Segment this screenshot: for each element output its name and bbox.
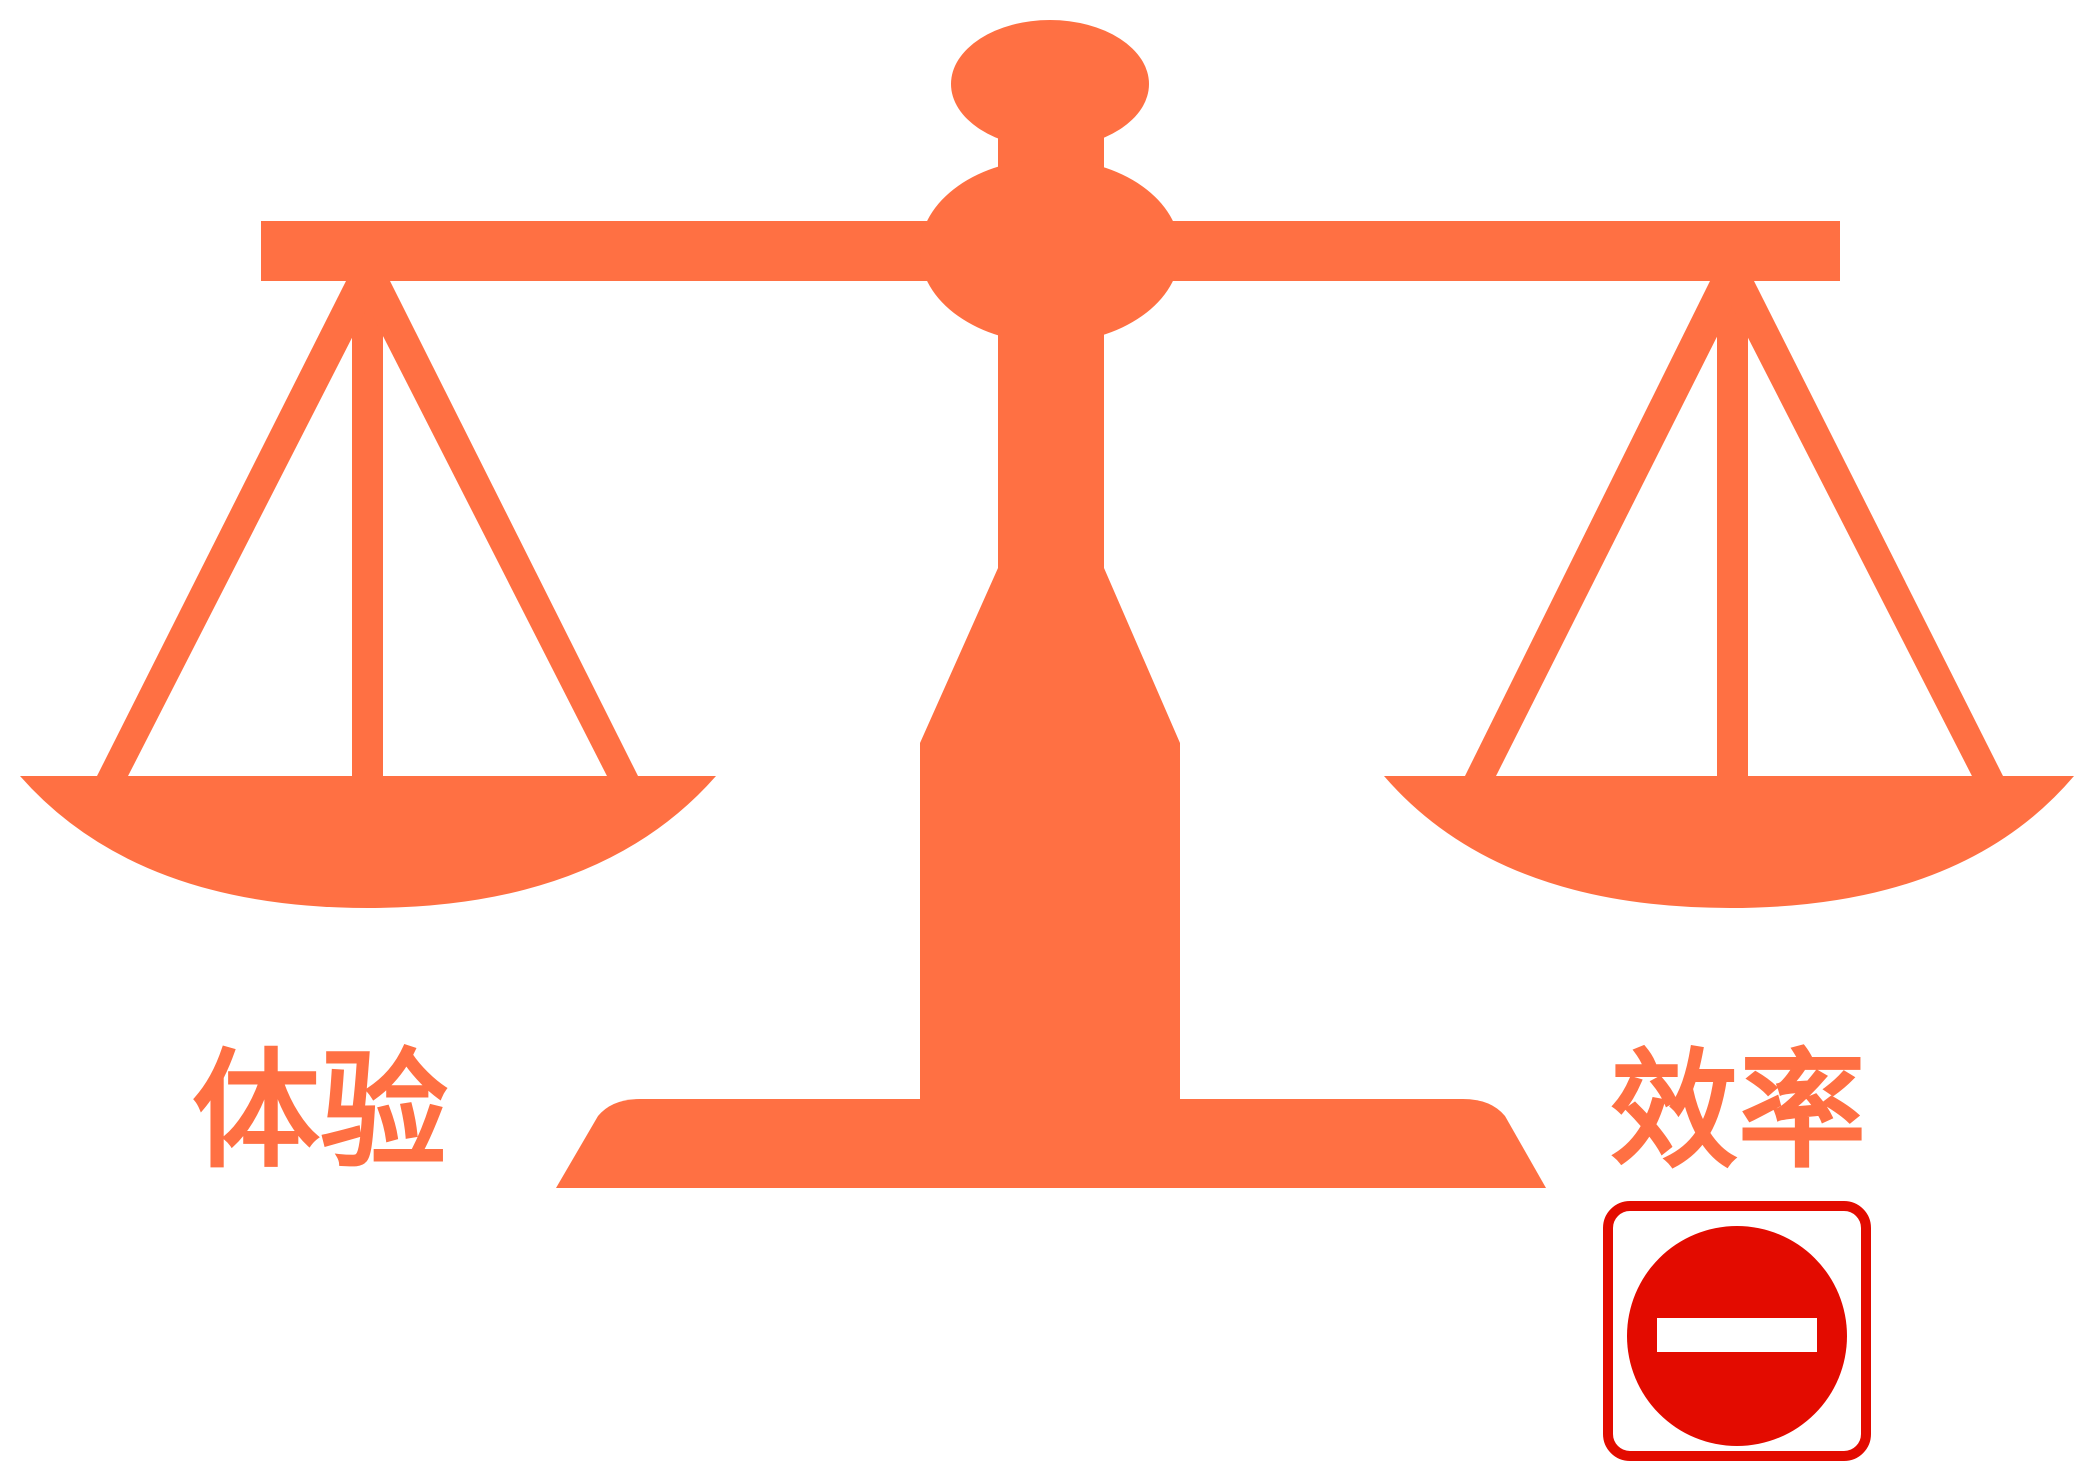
scale-top-knob xyxy=(951,20,1149,148)
scale-pillar xyxy=(920,300,1180,1100)
no-entry-sign-icon xyxy=(1603,1201,1871,1461)
label-right: 效率 xyxy=(1610,1037,1866,1186)
right-pan xyxy=(1384,776,2074,908)
balance-scale-icon xyxy=(20,20,2074,1188)
left-pan-hanger xyxy=(95,281,640,780)
left-pan xyxy=(20,776,716,908)
right-pan-hanger xyxy=(1463,281,2005,780)
scale-base xyxy=(556,1099,1546,1188)
scale-hub xyxy=(920,159,1180,343)
label-left: 体验 xyxy=(192,1037,448,1186)
sign-bar xyxy=(1657,1318,1817,1352)
